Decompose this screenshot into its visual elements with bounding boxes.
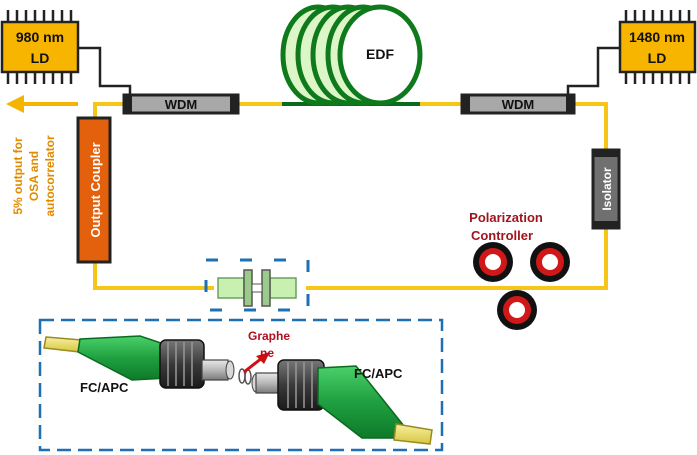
output-arrow-icon [6, 95, 24, 113]
output-note-line2: OSA and [27, 151, 41, 201]
output-note-line1: 5% output for [11, 137, 25, 215]
fiber-ring [6, 95, 608, 290]
isolator-label: Isolator [600, 167, 614, 211]
ld-right-wavelength: 1480 nm [629, 29, 685, 45]
ld-980nm: 980 nm LD [0, 10, 132, 94]
connector-nut-right [277, 359, 325, 411]
ld-right-label: LD [648, 50, 667, 66]
ferrule-left [201, 359, 229, 381]
sa-dashed-frame [204, 258, 310, 312]
pc-paddle [530, 242, 570, 282]
pc-label-line2: Controller [471, 228, 533, 243]
wdm-right-label: WDM [502, 97, 535, 112]
fc-apc-right-label: FC/APC [354, 366, 403, 381]
pc-label-line1: Polarization [469, 210, 543, 225]
pc-paddle [473, 242, 513, 282]
fiber-segment [93, 262, 214, 290]
ld-body [0, 20, 80, 74]
ld-1480nm: 1480 nm LD [566, 10, 697, 94]
fiber-tail-right [393, 423, 433, 445]
graphene-label-line2: ne [260, 346, 274, 360]
graphene-arrow-icon [256, 352, 270, 364]
inset-dashed-frame [38, 318, 444, 452]
ld-pins [6, 10, 73, 84]
edf-label: EDF [366, 46, 394, 62]
pc-paddle [497, 290, 537, 330]
output-note-line3: autocorrelator [43, 135, 57, 217]
edf-loop [337, 4, 423, 106]
output-note: 5% output for OSA and autocorrelator [11, 135, 57, 217]
saturable-absorber [204, 258, 310, 312]
polarization-controller: Polarization Controller [469, 210, 570, 330]
wdm-right: WDM [460, 93, 576, 115]
edf-coil: EDF [280, 4, 423, 106]
fiber-segment [306, 228, 608, 290]
graphene-label-line1: Graphe [248, 329, 290, 343]
connector-boot-left [77, 335, 171, 381]
ld-left-label: LD [31, 50, 50, 66]
ld-left-wavelength: 980 nm [16, 29, 64, 45]
isolator: Isolator [591, 148, 621, 230]
connector-nut-left [159, 339, 205, 389]
ld-body [618, 20, 697, 74]
wdm-left: WDM [122, 93, 240, 115]
ld-pins [624, 10, 691, 84]
inset-connector-detail: Graphe ne FC/APC FC/APC [38, 318, 444, 452]
output-coupler-label: Output Coupler [88, 142, 103, 237]
fc-apc-left-label: FC/APC [80, 380, 129, 395]
wdm-left-label: WDM [165, 97, 198, 112]
ld-lead [78, 46, 132, 94]
graphene-arrow [243, 356, 263, 374]
fiber-segment [93, 102, 124, 118]
coupler-body [76, 116, 112, 264]
fiber-tail-left [43, 336, 83, 353]
output-coupler: Output Coupler [76, 116, 112, 264]
fiber-segment [574, 102, 608, 150]
ld-lead [566, 46, 620, 94]
